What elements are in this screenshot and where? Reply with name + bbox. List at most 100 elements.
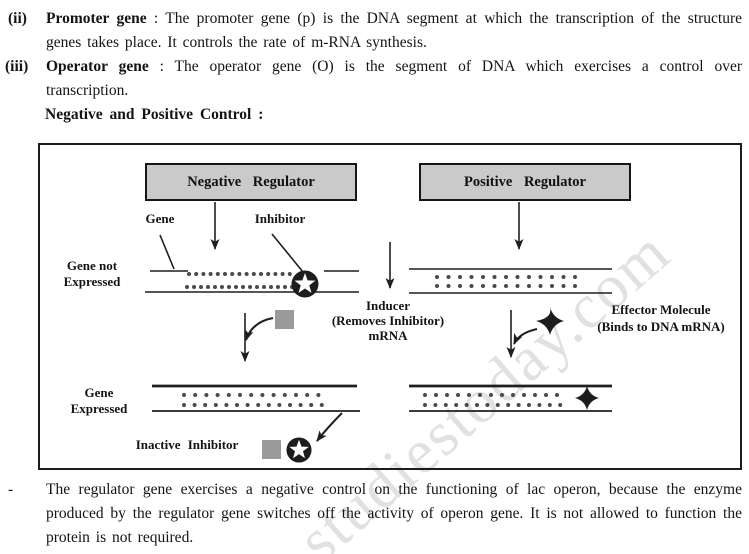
- dna-dot: [316, 393, 321, 397]
- dna-dot: [276, 285, 280, 289]
- dna-dot: [445, 393, 449, 397]
- dna-dot: [235, 403, 239, 407]
- dna-dot: [527, 284, 531, 288]
- footer-paragraph: - The regulator gene exercises a negativ…: [0, 478, 749, 550]
- section-heading: Negative and Positive Control :: [45, 106, 264, 123]
- dna-dot: [515, 284, 520, 288]
- inactive-inducer-square-icon: [262, 440, 281, 459]
- dna-dot: [500, 393, 504, 397]
- dna-dot: [492, 275, 497, 279]
- effector-line1: Effector Molecule: [611, 302, 711, 317]
- dna-dot: [538, 275, 543, 279]
- dna-dot: [185, 285, 189, 289]
- dna-dot: [475, 403, 479, 407]
- dna-dot: [182, 393, 186, 397]
- dna-dot: [215, 393, 220, 397]
- dna-dot: [269, 285, 273, 289]
- inducer-line3: mRNA: [368, 328, 408, 343]
- dna-dot: [271, 393, 276, 397]
- dna-dot: [192, 285, 196, 289]
- dna-dot: [259, 272, 263, 276]
- dna-dot: [481, 284, 485, 288]
- dna-dot: [193, 393, 198, 397]
- positive-regulator-header: Positive Regulator: [419, 163, 631, 201]
- dna-dot: [248, 285, 252, 289]
- dna-dot: [435, 284, 439, 288]
- inactive-inhibitor-label: Inactive Inhibitor: [135, 437, 239, 452]
- term-promoter-gene: Promoter gene: [46, 10, 147, 27]
- dna-dot: [492, 284, 497, 288]
- footer-text-block: - The regulator gene exercises a negativ…: [0, 478, 749, 550]
- dna-dot: [245, 403, 250, 407]
- dna-dot: [220, 285, 224, 289]
- dna-dot: [550, 284, 554, 288]
- dna-dot: [298, 403, 303, 407]
- dna-dot: [224, 403, 229, 407]
- dna-dot: [573, 275, 577, 279]
- dna-dot: [208, 272, 213, 276]
- dna-dot: [206, 285, 210, 289]
- dna-dot: [287, 272, 292, 276]
- footer-text: The regulator gene exercises a negative …: [46, 481, 742, 546]
- dna-dot: [527, 403, 531, 407]
- dna-dot: [262, 285, 266, 289]
- gene-expressed-label: Gene Expressed: [68, 385, 130, 416]
- dna-dot: [201, 272, 206, 276]
- dna-dot: [515, 275, 520, 279]
- inhibitor-icon: [291, 270, 319, 298]
- effector-star-icon: [536, 307, 564, 335]
- term-operator-gene: Operator gene: [46, 58, 149, 75]
- dna-dot: [547, 403, 552, 407]
- released-inhibitor-curved-arrow: [316, 412, 343, 442]
- dna-dot: [256, 403, 261, 407]
- dna-dot: [458, 284, 462, 288]
- gene-not-expressed-line2: Expressed: [63, 273, 121, 289]
- dna-dot: [223, 272, 227, 276]
- footer-dash-marker: -: [8, 481, 14, 498]
- dna-dot: [227, 285, 231, 289]
- dna-dot: [260, 393, 265, 397]
- inducer-curved-arrow: [244, 317, 274, 341]
- list-marker-iii: (iii): [5, 58, 29, 75]
- dna-dot: [456, 393, 460, 397]
- inducer-line2: (Removes Inhibitor): [331, 313, 445, 328]
- dna-dot: [423, 393, 427, 397]
- dna-dot: [319, 403, 324, 407]
- inducer-label: Inducer (Removes Inhibitor) mRNA: [302, 298, 474, 343]
- dna-dot: [533, 393, 537, 397]
- dna-dot: [273, 272, 278, 276]
- dna-dot: [249, 393, 254, 397]
- list-marker-ii: (ii): [8, 10, 27, 27]
- gene-pointer-line: [159, 234, 175, 270]
- dna-dot: [443, 403, 448, 407]
- regulation-diagram: Negative Regulator Positive Regulator Ge…: [38, 143, 742, 470]
- dna-dot: [544, 393, 548, 397]
- negative-regulator-header: Negative Regulator: [145, 163, 357, 201]
- dna-dot: [192, 403, 197, 407]
- dna-dot: [266, 272, 271, 276]
- dna-dots: [182, 272, 577, 407]
- dna-dot: [282, 393, 287, 397]
- dna-dot: [516, 403, 521, 407]
- inhibitor-pointer-line: [271, 233, 304, 273]
- dna-dot: [435, 275, 439, 279]
- dna-dot: [237, 272, 242, 276]
- dna-dot: [467, 393, 471, 397]
- dna-dot: [464, 403, 469, 407]
- dna-dot: [469, 275, 474, 279]
- gene-label: Gene: [145, 211, 175, 226]
- bound-effector-star-icon: [575, 386, 599, 410]
- gene-expressed-line2: Expressed: [70, 400, 128, 416]
- dna-dot: [230, 272, 235, 276]
- dna-dot: [561, 284, 566, 288]
- dna-dot: [244, 272, 249, 276]
- dna-dot: [266, 403, 271, 407]
- dna-dot: [288, 403, 292, 407]
- dna-dot: [213, 285, 217, 289]
- effector-line2: (Binds to DNA mRNA): [597, 319, 725, 334]
- dna-dot: [573, 284, 577, 288]
- dna-dot: [305, 393, 310, 397]
- dna-dot: [423, 403, 427, 407]
- dna-dot: [485, 403, 490, 407]
- dna-dot: [182, 403, 186, 407]
